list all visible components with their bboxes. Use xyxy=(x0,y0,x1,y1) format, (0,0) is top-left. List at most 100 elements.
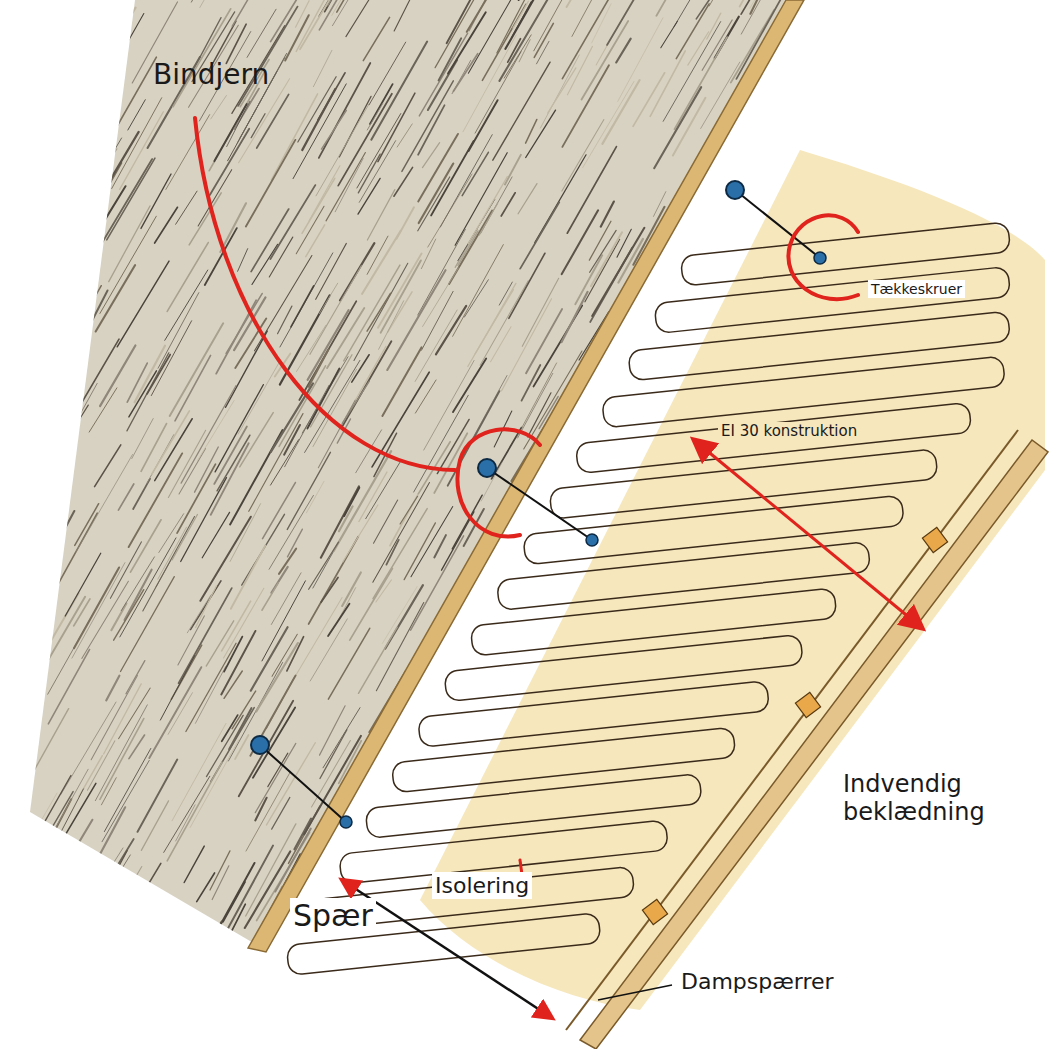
thatch-stroke xyxy=(487,575,531,657)
thatch-stroke xyxy=(170,323,223,416)
thatch-stroke xyxy=(141,174,171,228)
thatch-stroke xyxy=(799,574,853,670)
thatch-stroke xyxy=(419,33,467,116)
thatch-stroke xyxy=(293,84,346,179)
thatch-stroke xyxy=(103,0,144,47)
thatch-stroke xyxy=(798,816,842,892)
thatch-stroke xyxy=(582,21,629,99)
thatch-stroke xyxy=(453,621,465,645)
thatch-stroke xyxy=(408,856,421,883)
thatch-stroke xyxy=(141,424,166,472)
thatch-stroke xyxy=(158,527,187,579)
thatch-stroke xyxy=(41,0,53,22)
thatch-stroke xyxy=(566,610,612,695)
thatch-stroke xyxy=(217,435,250,491)
thatch-stroke xyxy=(453,358,486,412)
thatch-stroke xyxy=(570,631,622,717)
thatch-stroke xyxy=(540,55,579,128)
thatch-stroke xyxy=(674,37,727,129)
thatch-stroke xyxy=(172,723,226,820)
thatch-stroke xyxy=(559,833,593,893)
thatch-stroke xyxy=(611,495,661,580)
thatch-stroke xyxy=(111,915,132,951)
thatch-stroke xyxy=(601,202,614,227)
thatch-stroke xyxy=(460,826,478,858)
thatch-body xyxy=(30,0,785,948)
thatch-stroke xyxy=(607,0,657,45)
thatch-stroke xyxy=(221,631,255,694)
thatch-stroke xyxy=(79,71,120,142)
thatch-stroke xyxy=(794,475,820,518)
thatch-stroke xyxy=(562,120,604,191)
thatch-stroke xyxy=(155,207,178,243)
thatch-stroke xyxy=(772,587,788,615)
thatch-stroke xyxy=(121,557,154,611)
thatch-stroke xyxy=(359,472,387,522)
binding-irons xyxy=(251,181,826,828)
thatch-stroke xyxy=(685,721,737,808)
thatch-stroke xyxy=(508,39,521,62)
thatch-stroke xyxy=(214,426,247,483)
thatch-stroke xyxy=(214,104,246,161)
thatch-stroke xyxy=(550,600,596,686)
thatch-stroke xyxy=(653,192,665,217)
thatch-stroke xyxy=(164,776,210,852)
thatch-stroke xyxy=(200,0,231,8)
thatch-stroke xyxy=(269,495,313,569)
thatch-stroke xyxy=(367,103,383,130)
thatch-stroke xyxy=(298,77,336,142)
thatch-stroke xyxy=(67,339,119,428)
thatch-stroke xyxy=(215,385,263,472)
thatch-stroke xyxy=(120,112,164,190)
thatch-stroke xyxy=(750,0,767,14)
thatch-stroke xyxy=(129,735,145,759)
thatch-stroke xyxy=(38,382,74,445)
thatch-stroke xyxy=(119,688,151,739)
thatch-stroke xyxy=(196,586,217,628)
leader-line xyxy=(598,985,672,1000)
thatch-stroke xyxy=(453,245,504,337)
thatch-stroke xyxy=(707,262,764,358)
thatch-stroke xyxy=(74,599,90,626)
thatch-stroke xyxy=(340,243,374,300)
thatch-stroke xyxy=(232,691,255,729)
thatch-stroke xyxy=(485,721,514,772)
thatch-stroke xyxy=(659,442,691,497)
insulation-loop xyxy=(602,356,1006,428)
thatch-stroke xyxy=(562,210,598,274)
thatch-stroke xyxy=(222,601,251,651)
thatch-stroke xyxy=(100,132,139,198)
thatch-stroke xyxy=(633,73,665,127)
thatch-stroke xyxy=(633,775,680,862)
thatch-stroke xyxy=(478,609,502,647)
batten-square xyxy=(642,899,667,924)
thatch-stroke xyxy=(238,249,248,272)
thatch-stroke xyxy=(362,231,401,294)
thatch-stroke xyxy=(418,177,450,231)
thatch-stroke xyxy=(452,495,482,549)
thatch-stroke xyxy=(534,607,554,647)
part-label: Bindjern xyxy=(150,58,272,92)
thatch-stroke xyxy=(555,730,579,768)
thatch-stroke xyxy=(52,0,75,20)
thatch-stroke xyxy=(272,634,297,676)
thatch-stroke xyxy=(190,740,238,827)
thatch-stroke xyxy=(448,12,486,73)
thatch-stroke xyxy=(386,540,398,565)
thatch-stroke xyxy=(44,871,69,912)
thatch-stroke xyxy=(617,468,672,561)
thatch-stroke xyxy=(109,206,150,282)
thatch-stroke xyxy=(732,379,772,453)
thatch-stroke xyxy=(234,297,265,350)
thatch-stroke xyxy=(43,138,75,196)
thatch-stroke xyxy=(583,82,634,168)
thatch-stroke xyxy=(707,13,721,39)
thatch-stroke xyxy=(678,752,701,788)
batten-square xyxy=(922,527,947,552)
thatch-stroke xyxy=(775,552,789,577)
thatch-stroke xyxy=(56,4,104,88)
thatch-stroke xyxy=(475,290,513,354)
thatch-stroke xyxy=(665,517,708,589)
thatch-stroke xyxy=(479,712,507,763)
thatch-stroke xyxy=(177,464,215,533)
